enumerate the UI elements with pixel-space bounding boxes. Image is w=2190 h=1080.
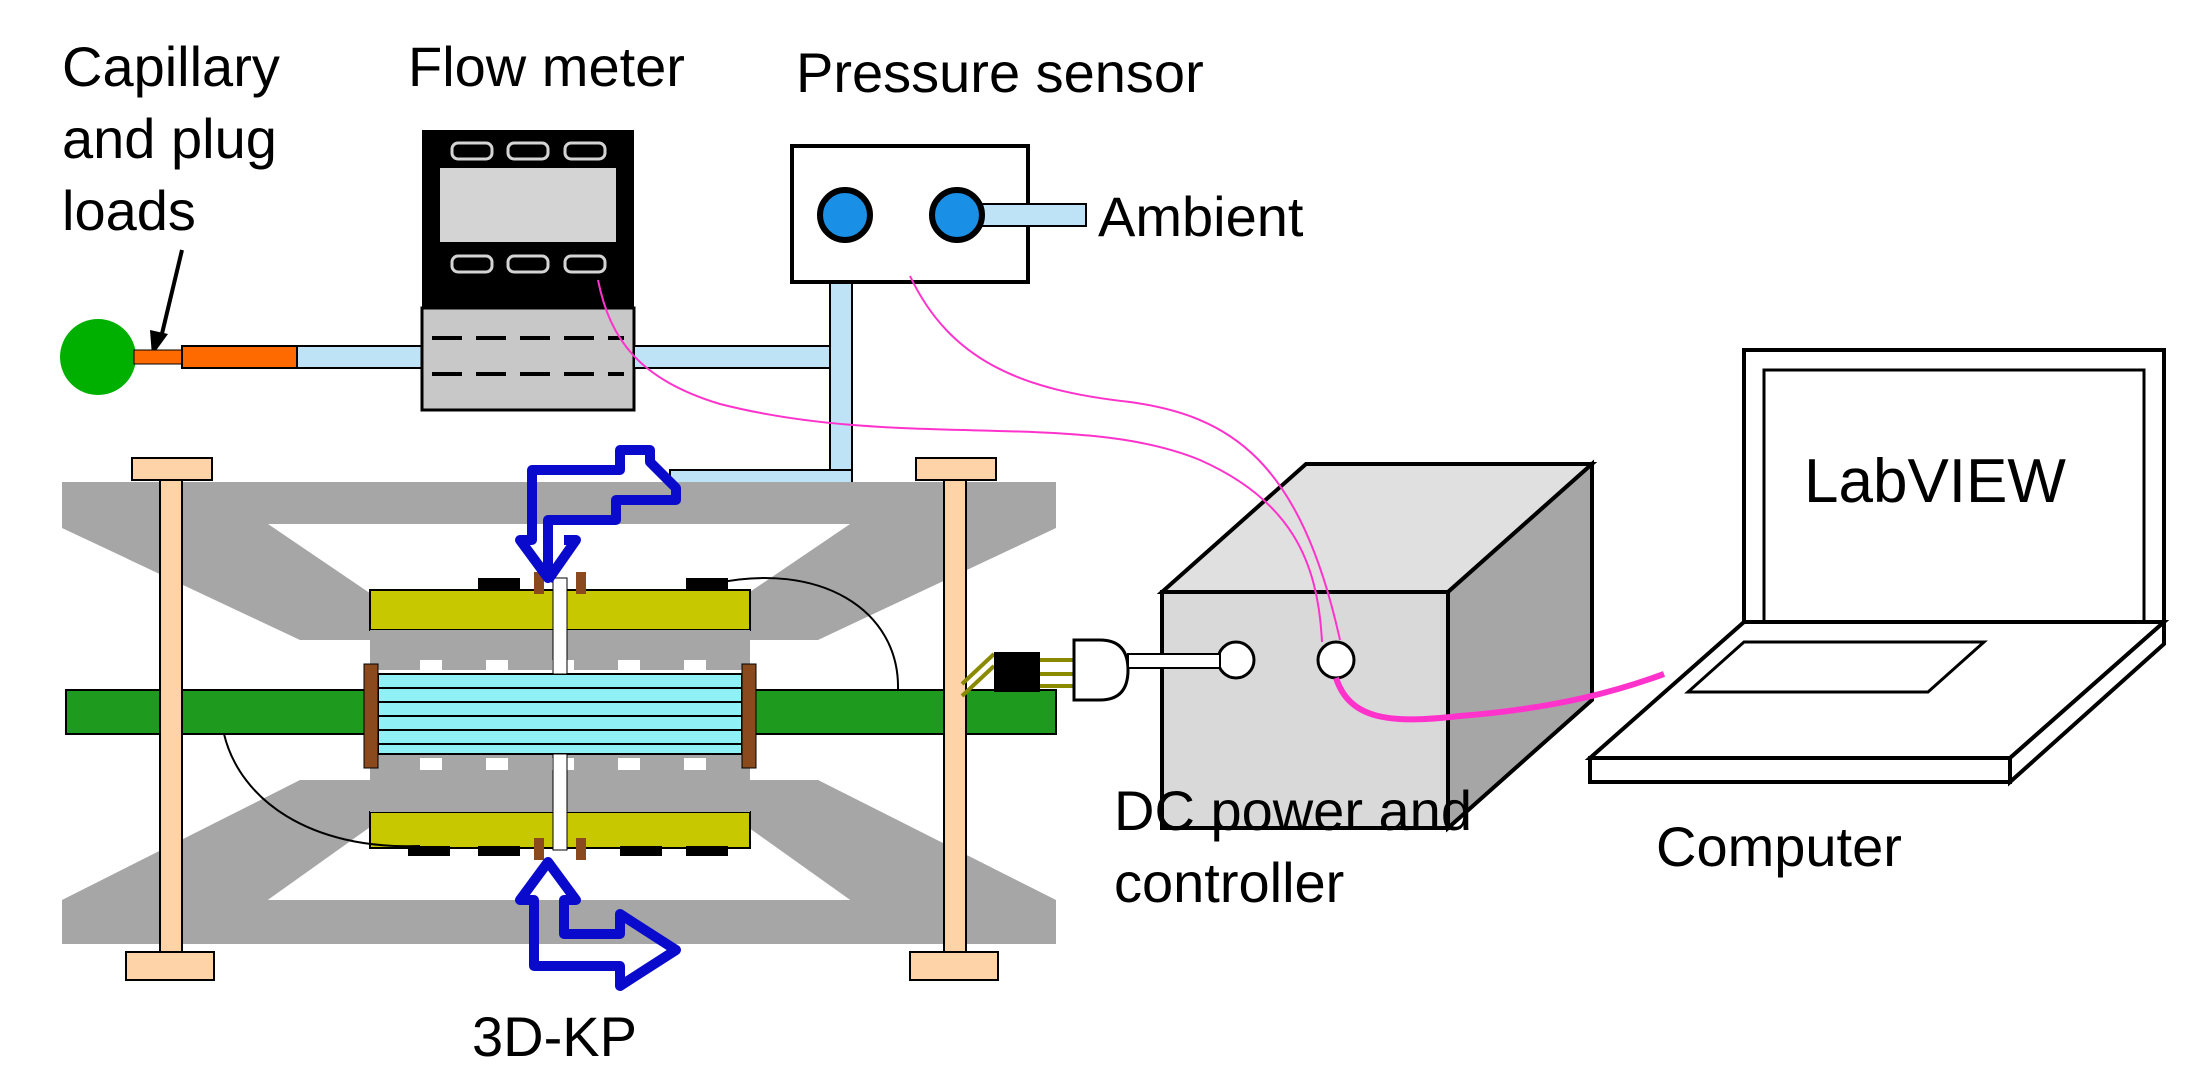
ambient-label: Ambient [1098, 185, 1304, 248]
labview-label: LabVIEW [1804, 447, 2066, 516]
pressure-port-left [817, 187, 873, 243]
pressure-sensor-label: Pressure sensor [796, 41, 1204, 104]
capillary-tube [181, 345, 298, 369]
capillary-pointer-arrow [150, 249, 184, 356]
flow-meter [420, 130, 636, 412]
pressure-port-right [929, 187, 985, 243]
laptop [1584, 348, 2170, 787]
dc-power-label-line1: DC power and [1114, 779, 1472, 842]
flow-meter-label: Flow meter [408, 35, 685, 98]
signal-wires [597, 275, 1666, 723]
dc-power-label-line2: controller [1114, 851, 1344, 914]
dc-power-controller [1156, 459, 1598, 833]
capillary-tip [133, 349, 183, 365]
kp-label: 3D-KP [472, 1005, 637, 1068]
test-fixture-3d-kp [62, 445, 1130, 991]
computer-label: Computer [1656, 815, 1902, 878]
capillary-label-line3: loads [62, 179, 196, 242]
capillary-label-line1: Capillary [62, 35, 280, 98]
pressure-sensor [790, 144, 1087, 284]
tube-to-flow-meter [296, 345, 426, 369]
power-cable [1127, 653, 1221, 669]
capillary-label-line2: and plug [62, 107, 277, 170]
plug-ball [60, 319, 136, 395]
